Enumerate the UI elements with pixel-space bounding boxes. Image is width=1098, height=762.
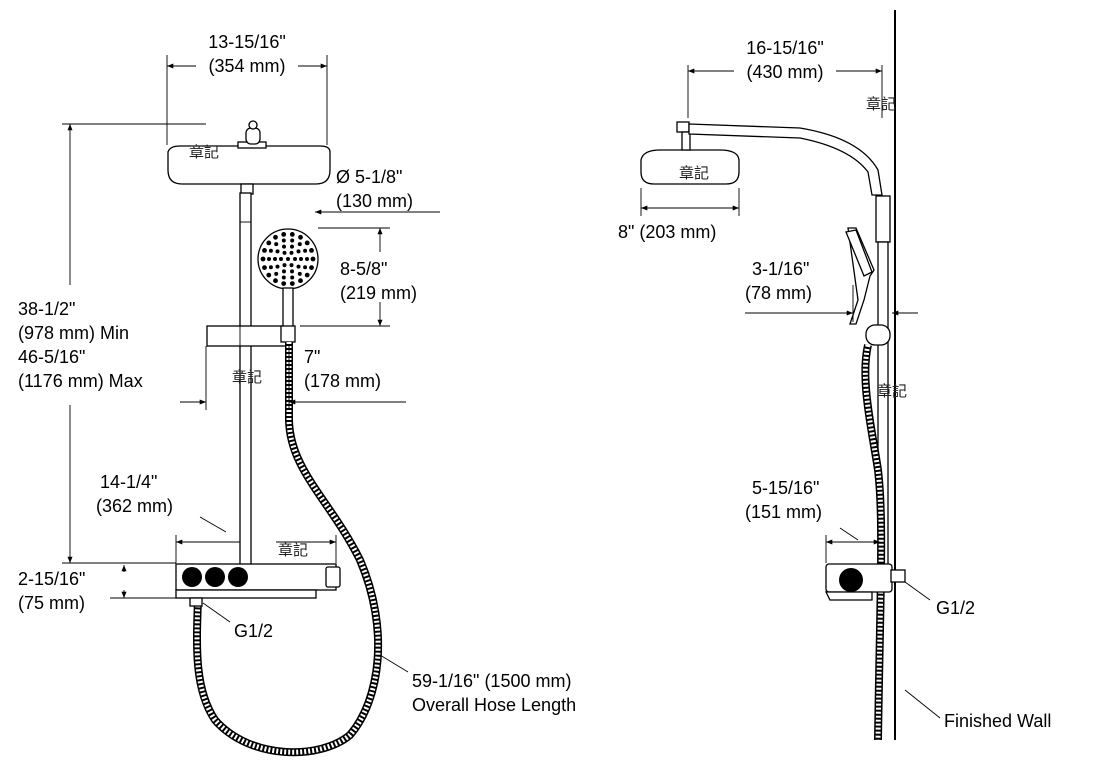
- nozzle-dot: [260, 256, 266, 262]
- nozzle-dot: [275, 249, 280, 254]
- valve-height-imperial: 2-15/16": [18, 569, 85, 589]
- nozzle-dot: [282, 250, 287, 255]
- nozzle-dot: [293, 257, 297, 261]
- showerhead-width-metric: (354 mm): [208, 56, 285, 76]
- nozzle-dot: [274, 242, 279, 247]
- nozzle-dot: [290, 269, 294, 274]
- nozzle-dot: [281, 238, 286, 243]
- nozzle-dot: [268, 265, 273, 270]
- watermark-stamp: 章記: [232, 368, 262, 386]
- side-view: [640, 10, 941, 741]
- nozzle-dot: [304, 272, 310, 278]
- watermark-stamp: 章記: [189, 143, 219, 161]
- valve-projection-imperial: 5-15/16": [752, 478, 819, 498]
- nozzle-dot: [267, 257, 271, 261]
- nozzle-dot: [281, 232, 287, 237]
- nozzle-dot: [274, 271, 279, 276]
- nozzle-dot: [282, 263, 287, 268]
- nozzle-dot: [310, 256, 316, 262]
- valve-width-imperial: 14-1/4": [100, 472, 157, 492]
- nozzle-dot: [309, 265, 314, 270]
- nozzle-dot: [279, 257, 283, 261]
- overall-height-line3: 46-5/16": [18, 347, 85, 367]
- valve-projection-metric: (151 mm): [745, 502, 822, 522]
- nozzle-dot: [275, 264, 280, 269]
- nozzle-dot: [262, 248, 267, 253]
- side-rail: [865, 195, 891, 566]
- showerhead-width-imperial: 13-15/16": [208, 32, 285, 52]
- front-valve-body: [175, 563, 341, 607]
- nozzle-dot: [297, 242, 302, 247]
- nozzle-dot: [303, 248, 308, 253]
- nozzle-dot: [273, 278, 278, 284]
- nozzle-dot: [309, 248, 314, 253]
- side-handshower: [845, 227, 875, 325]
- nozzle-dot: [273, 234, 278, 240]
- front-inlet-thread: G1/2: [234, 621, 273, 641]
- nozzle-dot: [286, 257, 290, 261]
- handshower-projection-imperial: 3-1/16": [752, 259, 809, 279]
- nozzle-dot: [289, 263, 294, 268]
- front-handshower: [257, 228, 319, 343]
- watermark-stamp: 章記: [679, 164, 709, 182]
- watermark-stamp: 章記: [877, 382, 907, 400]
- nozzle-dot: [290, 238, 295, 243]
- nozzle-dot: [303, 265, 308, 270]
- nozzle-dot: [290, 244, 294, 249]
- finished-wall-label: Finished Wall: [944, 711, 1051, 731]
- valve-width-metric: (362 mm): [96, 496, 173, 516]
- hose-length-line1: 59-1/16" (1500 mm): [412, 671, 571, 691]
- nozzle-dot: [268, 248, 273, 253]
- hose-outlet-offset-imperial: 7": [304, 347, 320, 367]
- nozzle-dot: [296, 249, 301, 254]
- hose-outlet-offset-metric: (178 mm): [304, 371, 381, 391]
- overall-height-line4: (1176 mm) Max: [18, 371, 143, 391]
- nozzle-dot: [299, 257, 303, 261]
- nozzle-dot: [281, 281, 287, 286]
- labels: 13-15/16" (354 mm) Ø 5-1/8" (130 mm) 8-5…: [18, 32, 1051, 731]
- nozzle-dot: [297, 271, 302, 276]
- side-valve-body: [824, 563, 906, 601]
- nozzle-dot: [262, 265, 267, 270]
- nozzle-dot: [282, 244, 286, 249]
- watermark-stamp: 章記: [866, 95, 896, 113]
- nozzle-dot: [273, 257, 277, 261]
- nozzle-dot: [298, 234, 303, 240]
- nozzle-dot: [304, 240, 310, 246]
- handshower-drop-imperial: 8-5/8": [340, 259, 387, 279]
- overall-height-line2: (978 mm) Min: [18, 323, 129, 343]
- showerhead-projection: 8" (203 mm): [618, 222, 716, 242]
- nozzle-dot: [282, 269, 286, 274]
- front-showerhead: [167, 120, 331, 195]
- valve-height-metric: (75 mm): [18, 593, 85, 613]
- nozzle-dot: [305, 257, 309, 261]
- front-view: [62, 55, 440, 757]
- nozzle-dot: [289, 281, 295, 286]
- overall-height-line1: 38-1/2": [18, 299, 75, 319]
- nozzle-dot: [290, 275, 295, 280]
- side-inlet-thread: G1/2: [936, 598, 975, 618]
- nozzle-dot: [266, 272, 272, 278]
- nozzle-dot: [298, 278, 303, 284]
- showerhead-diameter-imperial: Ø 5-1/8": [336, 167, 402, 187]
- nozzle-dot: [289, 250, 294, 255]
- nozzle-dot: [289, 232, 295, 237]
- nozzle-dot: [281, 275, 286, 280]
- handshower-drop-metric: (219 mm): [340, 283, 417, 303]
- arm-projection-metric: (430 mm): [746, 62, 823, 82]
- arm-projection-imperial: 16-15/16": [746, 38, 823, 58]
- nozzle-dot: [266, 240, 272, 246]
- hose-length-line2: Overall Hose Length: [412, 695, 576, 715]
- side-showerhead: [640, 121, 883, 196]
- showerhead-diameter-metric: (130 mm): [336, 191, 413, 211]
- nozzle-dot: [296, 264, 301, 269]
- watermark-stamp: 章記: [278, 541, 308, 559]
- handshower-projection-metric: (78 mm): [745, 283, 812, 303]
